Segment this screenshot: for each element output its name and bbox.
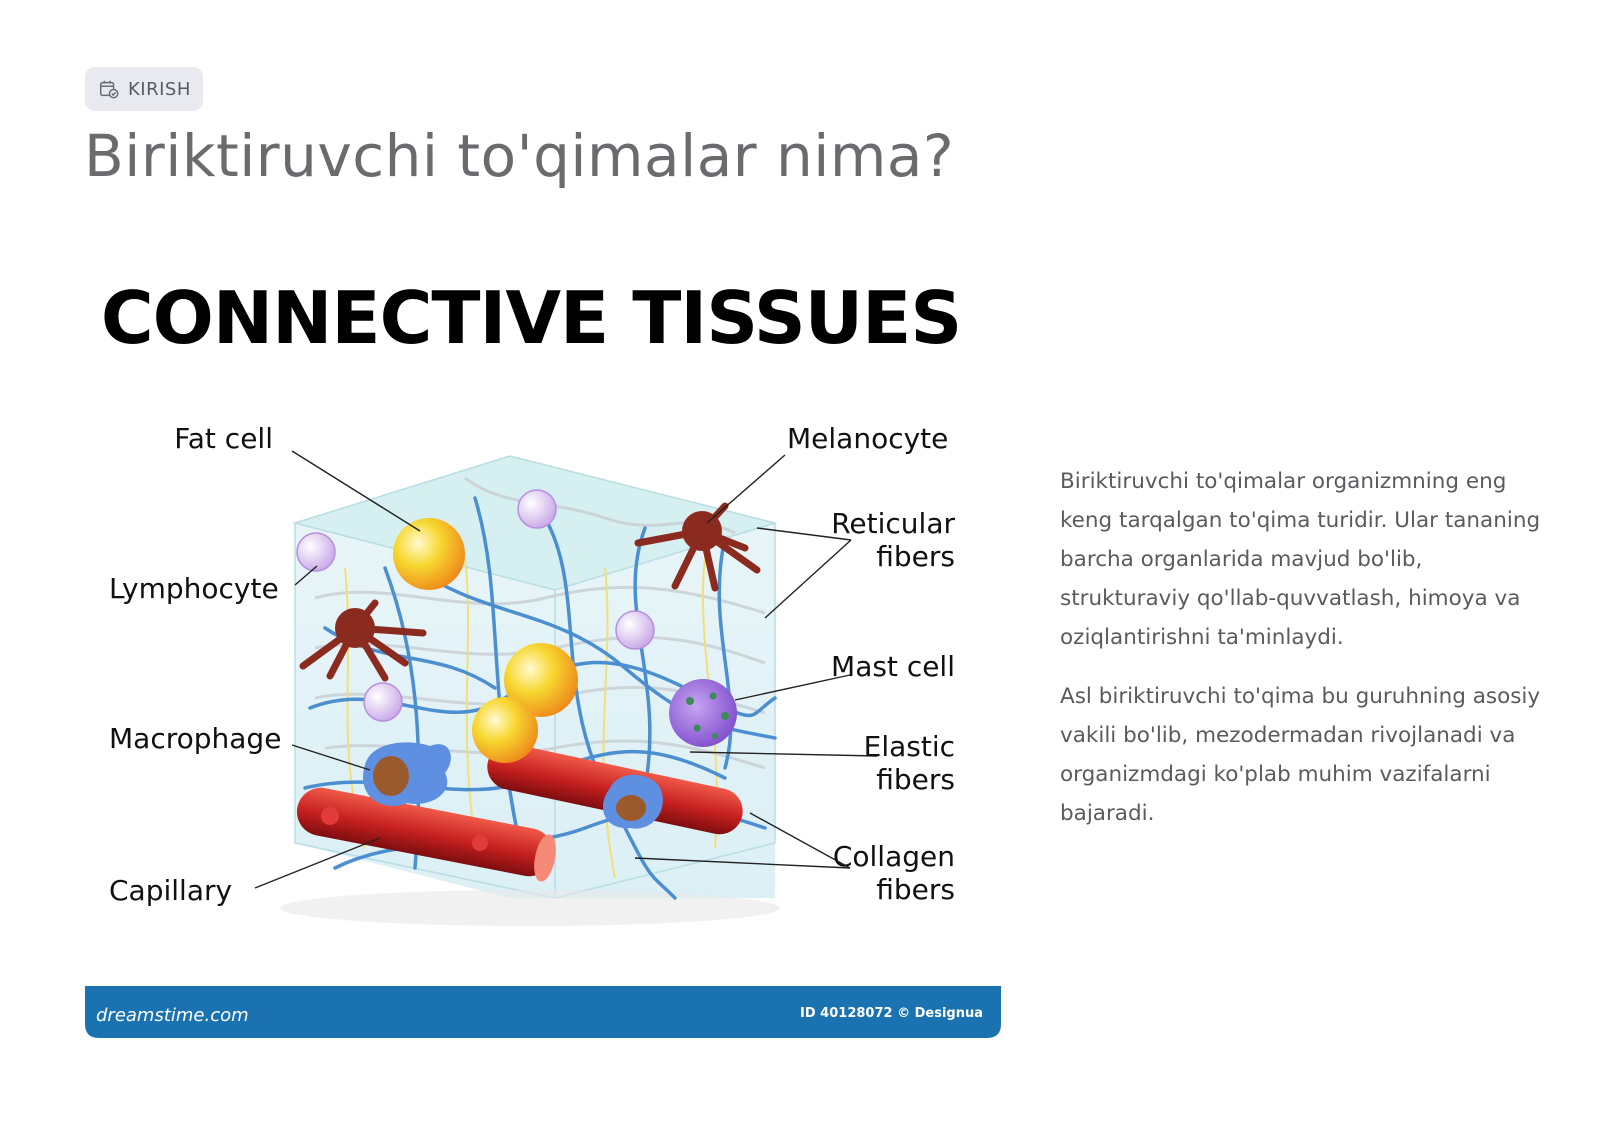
label-elastic-line1: Elastic (864, 730, 955, 763)
connective-tissue-figure: CONNECTIVE TISSUES (85, 268, 1001, 1038)
label-macrophage: Macrophage (109, 722, 281, 755)
label-reticular-line1: Reticular (831, 507, 955, 540)
label-reticular-line2: fibers (876, 540, 955, 573)
label-capillary: Capillary (109, 874, 232, 907)
label-elastic-line2: fibers (876, 763, 955, 796)
label-mast-cell: Mast cell (831, 650, 955, 683)
footer-credit: ID 40128072 © Designua (800, 1006, 983, 1021)
mast-cell (669, 679, 737, 747)
badge-label: KIRISH (128, 78, 191, 100)
label-lymphocyte: Lymphocyte (109, 572, 279, 605)
label-melanocyte: Melanocyte (787, 422, 948, 455)
description: Biriktiruvchi to'qimalar organizmning en… (1060, 462, 1550, 853)
lymphocytes (296, 489, 655, 722)
description-paragraph-2: Asl biriktiruvchi to'qima bu guruhning a… (1060, 684, 1541, 826)
section-badge: KIRISH (85, 67, 203, 111)
leader-lines (254, 450, 878, 889)
figure-title: CONNECTIVE TISSUES (101, 276, 961, 360)
connective-tissue-diagram: CONNECTIVE TISSUES (85, 276, 1001, 1038)
label-collagen-line2: fibers (876, 873, 955, 906)
image-footer: dreamstime.com ID 40128072 © Designua (85, 986, 1001, 1038)
description-paragraph-1: Biriktiruvchi to'qimalar organizmning en… (1060, 469, 1541, 650)
melanocytes (299, 502, 761, 682)
label-collagen-line1: Collagen (833, 840, 955, 873)
label-fat-cell: Fat cell (174, 422, 273, 455)
macrophages (363, 742, 663, 829)
calendar-check-icon (100, 80, 119, 99)
footer-bar (85, 986, 1001, 1038)
page-title: Biriktiruvchi to'qimalar nima? (84, 122, 955, 190)
fat-cells (393, 518, 578, 763)
footer-brand: dreamstime.com (96, 1005, 249, 1026)
